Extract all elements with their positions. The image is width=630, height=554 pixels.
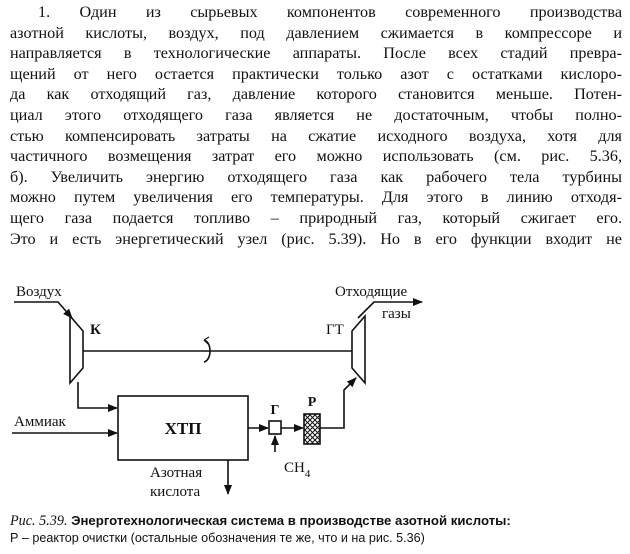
turbine-shape [351, 313, 366, 386]
air-label: Воздух [16, 284, 62, 300]
exhaust-label-1: Отходящие [335, 284, 407, 300]
text-line: циал этого отходящего газа является не д… [10, 105, 622, 124]
exhaust-line [357, 298, 423, 319]
text-line: частичного возмещения затрат его можно и… [10, 147, 622, 166]
caption-label: Рис. 5.39. [10, 513, 68, 529]
body-paragraph: 1. Один из сырьевых компонентов современ… [10, 2, 622, 249]
acid-label-2: кислота [150, 484, 200, 500]
text-line: Это и есть энергетический узел (рис. 5.3… [10, 229, 622, 248]
text-line: азотной кислоты, воздух, под давлением с… [10, 23, 622, 42]
caption-subtitle: Р – реактор очистки (остальные обозначен… [10, 531, 425, 545]
air-inlet-line [14, 301, 73, 319]
purifier-label: Р [308, 395, 317, 410]
text-line: направляется в технологические аппараты.… [10, 44, 622, 63]
text-line: стью компенсировать затраты на сжатие ис… [10, 126, 622, 145]
text-line: щений от него остается практически тольк… [10, 64, 622, 83]
text-line: щего газа подается топливо – природный г… [10, 208, 622, 227]
exhaust-label-2: газы [382, 306, 411, 322]
acid-label-1: Азотная [150, 465, 202, 481]
process-diagram: Воздух К Отходящие газы ГТ Аммиак ХТП Г … [12, 284, 423, 500]
reactor-label: ХТП [165, 419, 202, 438]
purifier-box [303, 413, 321, 445]
text-line: да как отходящий газ, давление которого … [10, 85, 622, 104]
compressed-air-line [77, 382, 118, 412]
burner-box [268, 420, 282, 435]
text-line: б). Увеличить энергию отходящего газа ка… [10, 167, 622, 186]
fuel-label: CH4 [284, 460, 311, 480]
burner-label: Г [271, 403, 280, 418]
compressor-shape [69, 313, 84, 386]
text-line: можно путем увеличения его температуры. … [10, 188, 622, 207]
reactor-block [117, 395, 249, 461]
turbine-label: ГТ [326, 322, 344, 338]
figure-caption: Рис. 5.39. Энерготехнологическая система… [10, 512, 622, 547]
compressor-label: К [90, 322, 101, 338]
caption-main-line: Рис. 5.39. Энерготехнологическая система… [10, 512, 622, 530]
ammonia-label: Аммиак [14, 414, 67, 430]
caption-title: Энерготехнологическая система в производ… [71, 513, 511, 528]
purifier-to-turbine-line [320, 377, 357, 429]
text-line: 1. Один из сырьевых компонентов современ… [38, 3, 622, 21]
